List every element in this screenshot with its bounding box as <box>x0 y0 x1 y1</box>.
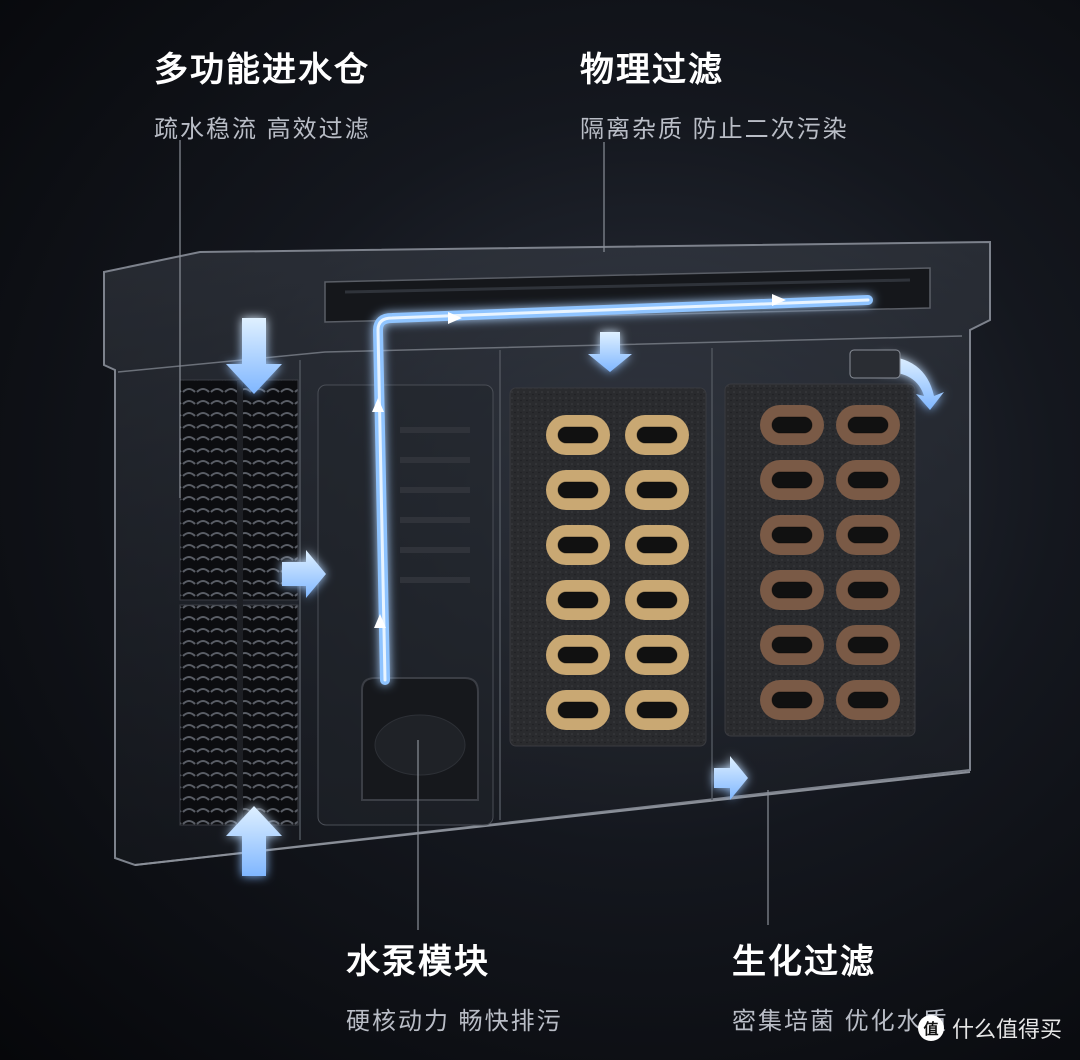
pump-label: 水泵模块 硬核动力 畅快排污 <box>346 934 563 1036</box>
filter-ring-hole <box>636 426 678 444</box>
bio-label: 生化过滤 密集培菌 优化水质 <box>732 934 949 1036</box>
physical-label: 物理过滤 隔离杂质 防止二次污染 <box>580 42 849 144</box>
bio-title: 生化过滤 <box>732 943 876 981</box>
filter-ring-hole <box>557 646 599 664</box>
watermark: 值 什么值得买 <box>917 1012 1062 1044</box>
bio-subtitle: 密集培菌 优化水质 <box>732 1008 949 1035</box>
pump-title: 水泵模块 <box>346 943 490 981</box>
inlet-subtitle: 疏水稳流 高效过滤 <box>154 116 371 143</box>
bio-filter-media <box>509 383 916 747</box>
physical-filter-tray <box>324 267 931 323</box>
filter-ring-hole <box>636 646 678 664</box>
filter-ring-hole <box>636 481 678 499</box>
flow-arrows <box>226 318 944 876</box>
filter-ring-hole <box>636 591 678 609</box>
physical-subtitle: 隔离杂质 防止二次污染 <box>580 116 849 143</box>
filter-ring-hole <box>771 526 813 544</box>
up-arrow-icon <box>226 806 282 876</box>
inlet-title: 多功能进水仓 <box>154 51 370 89</box>
filter-ring-hole <box>557 426 599 444</box>
filter-ring-hole <box>557 591 599 609</box>
filter-ring-hole <box>847 471 889 489</box>
filter-ring-hole <box>771 691 813 709</box>
filter-ring-hole <box>557 481 599 499</box>
physical-title: 物理过滤 <box>580 51 724 89</box>
filter-ring-hole <box>771 471 813 489</box>
filter-ring-hole <box>557 701 599 719</box>
filter-ring-hole <box>847 581 889 599</box>
filter-ring-hole <box>847 526 889 544</box>
right-arrow-icon <box>282 550 326 598</box>
inlet-label: 多功能进水仓 疏水稳流 高效过滤 <box>154 42 371 144</box>
down-arrow-icon <box>226 318 282 394</box>
filter-ring-hole <box>847 636 889 654</box>
filter-ring-hole <box>771 416 813 434</box>
pump-module <box>361 677 479 801</box>
outlet-spout <box>849 349 901 379</box>
leader-lines <box>179 140 769 930</box>
filter-ring-hole <box>636 701 678 719</box>
down-arrow-icon <box>588 332 632 372</box>
pump-subtitle: 硬核动力 畅快排污 <box>346 1008 563 1035</box>
filter-ring-hole <box>557 536 599 554</box>
filter-ring-hole <box>847 416 889 434</box>
water-flow <box>372 295 873 685</box>
watermark-badge: 值 <box>917 1015 944 1041</box>
filter-ring-hole <box>771 636 813 654</box>
filter-ring-hole <box>636 536 678 554</box>
flow-chevrons <box>372 294 786 628</box>
filter-ring-hole <box>847 691 889 709</box>
watermark-text: 什么值得买 <box>951 1017 1062 1042</box>
right-arrow-icon <box>714 756 748 800</box>
inlet-chamber <box>179 379 299 826</box>
filter-ring-hole <box>771 581 813 599</box>
